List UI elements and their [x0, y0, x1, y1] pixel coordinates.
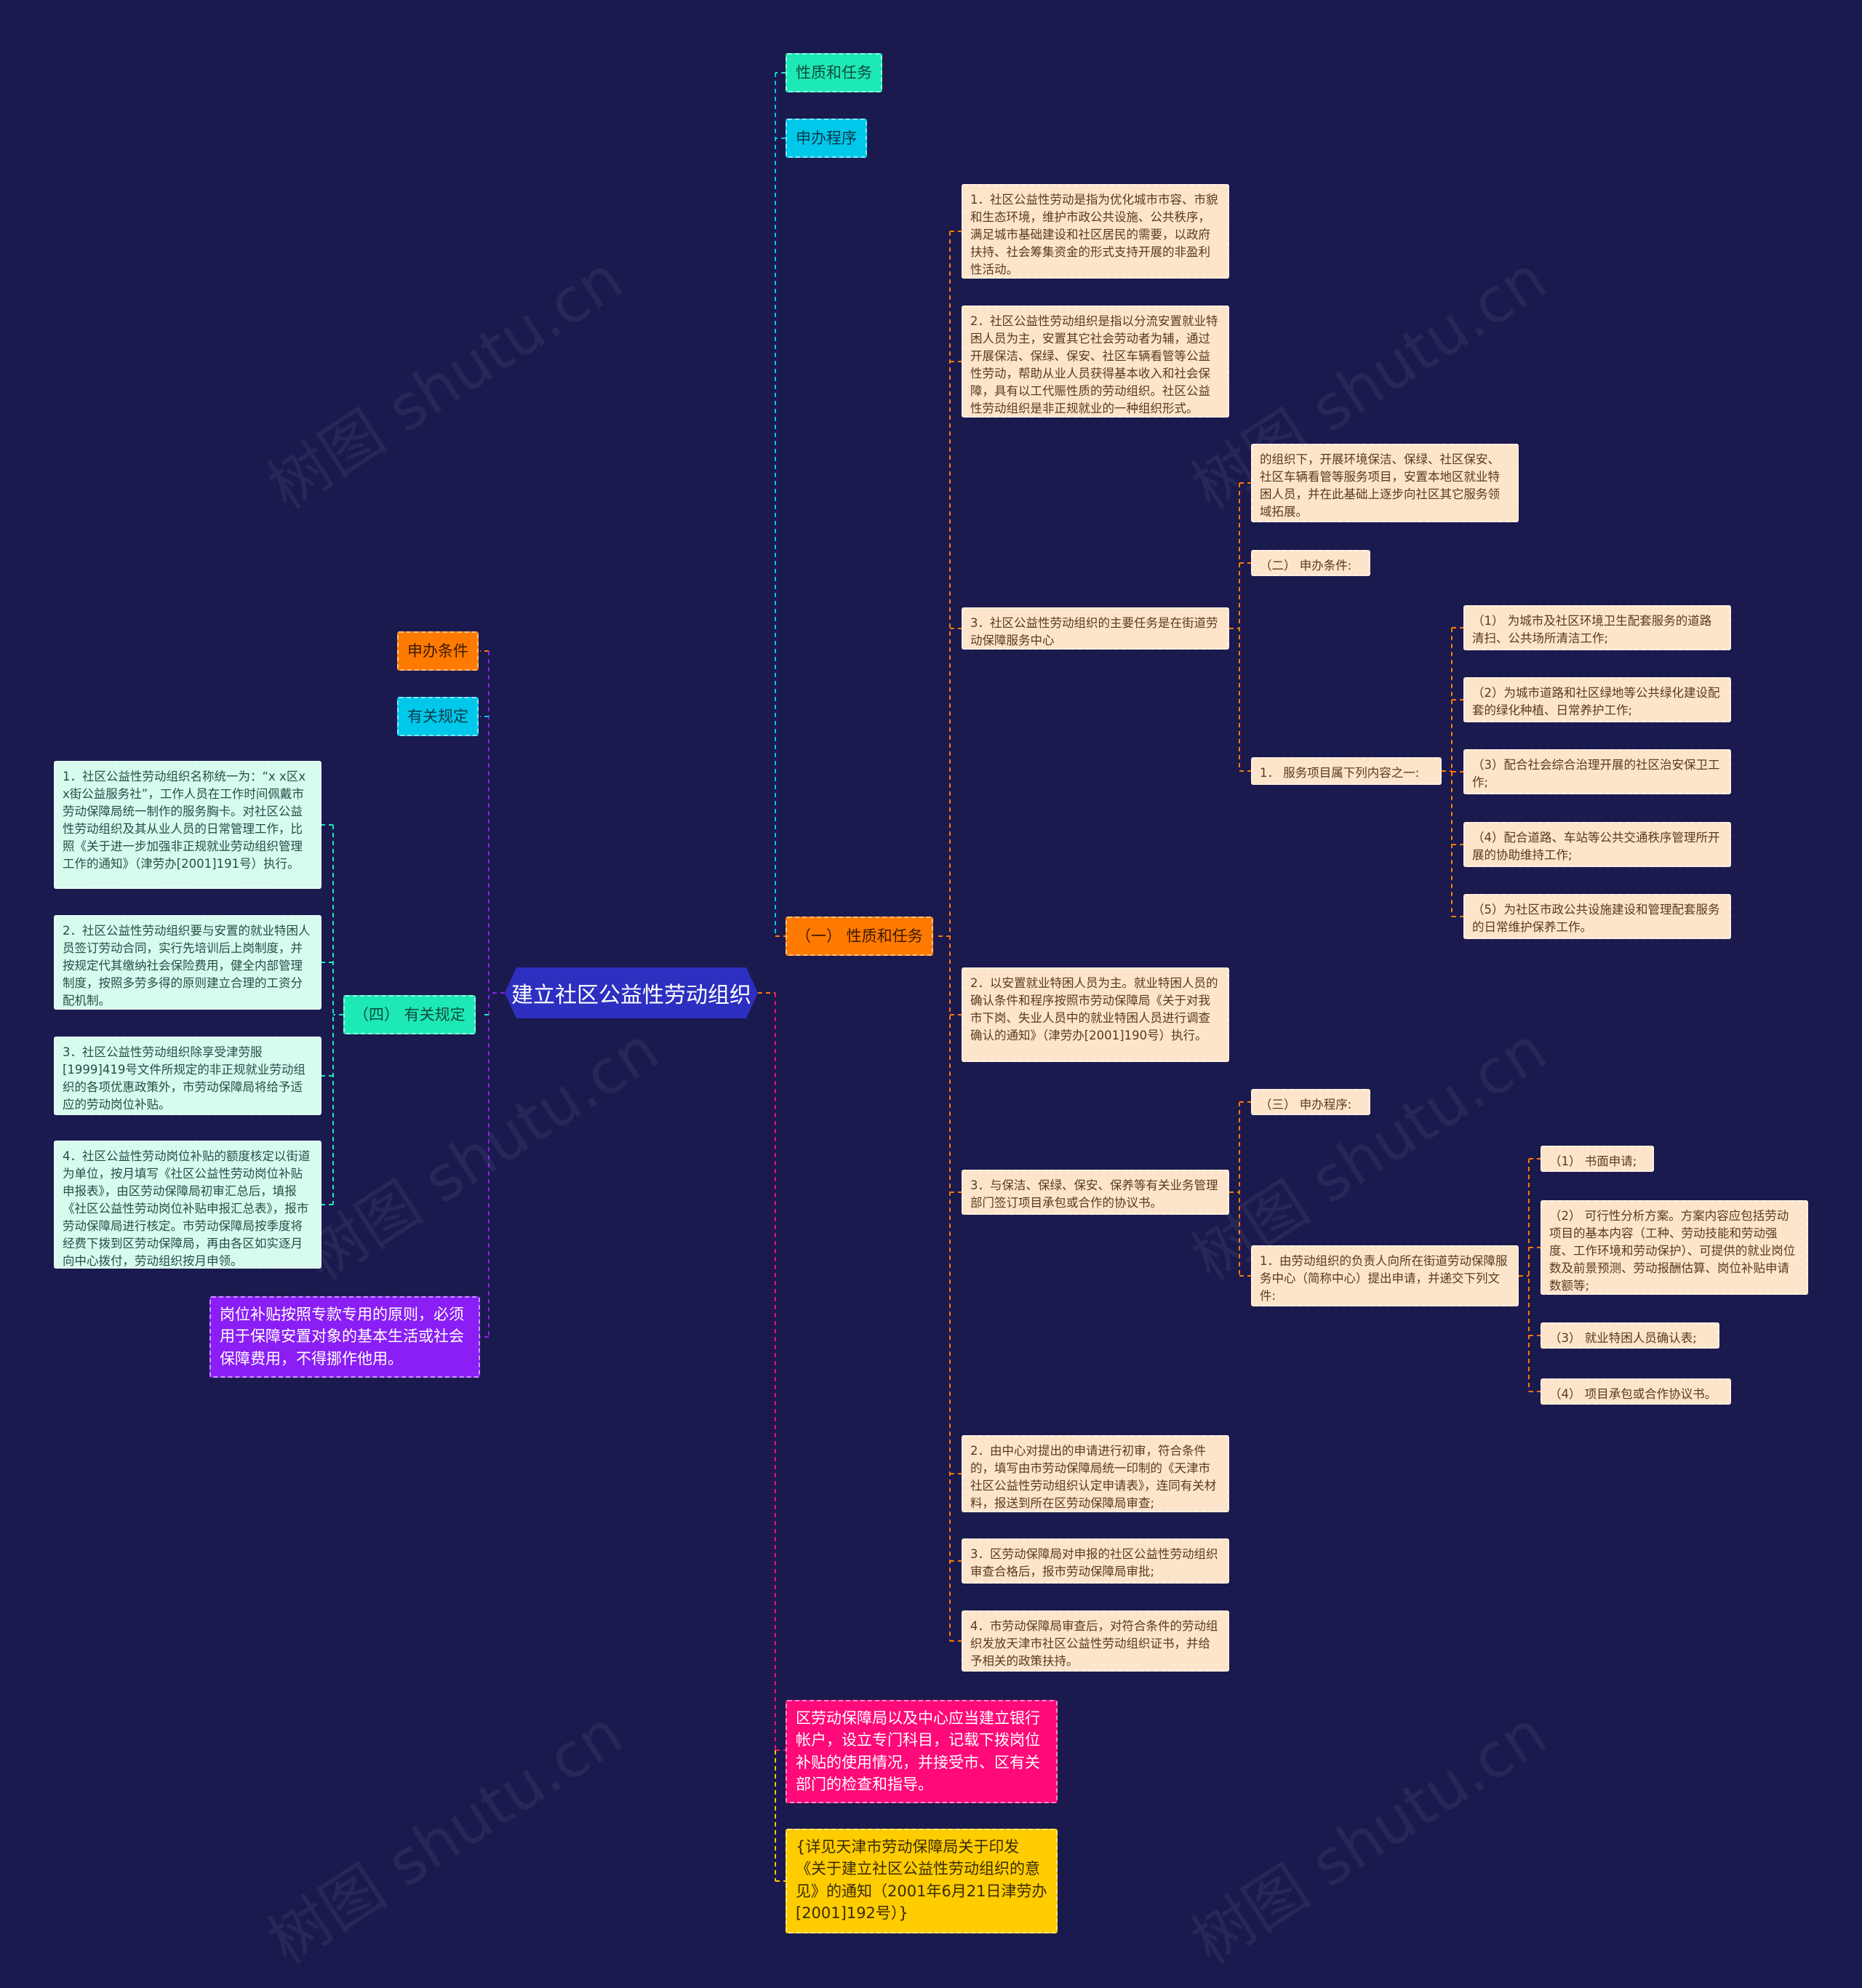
- node-rule-4[interactable]: 4．社区公益性劳动岗位补贴的额度核定以街道为单位，按月填写《社区公益性劳动岗位补…: [54, 1141, 321, 1269]
- node-service-3[interactable]: （3）配合社会综合治理开展的社区治安保卫工作;: [1463, 749, 1731, 794]
- node-cond-2[interactable]: 2．以安置就业特困人员为主。就业特困人员的确认条件和程序按照市劳动保障局《关于对…: [962, 967, 1229, 1062]
- node-proc-doc-4[interactable]: （4） 项目承包或合作协议书。: [1541, 1378, 1731, 1405]
- node-subsidy-note[interactable]: 岗位补贴按照专款专用的原则，必须用于保障安置对象的基本生活或社会保障费用，不得挪…: [209, 1296, 480, 1378]
- node-service-1[interactable]: （1） 为城市及社区环境卫生配套服务的道路清扫、公共场所清洁工作;: [1463, 605, 1731, 650]
- node-section-4[interactable]: （四） 有关规定: [343, 995, 476, 1034]
- node-proc-2[interactable]: 2．由中心对提出的申请进行初审，符合条件的，填写由市劳动保障局统一印制的《天津市…: [962, 1435, 1229, 1512]
- root-node[interactable]: 建立社区公益性劳动组织: [505, 967, 758, 1018]
- node-service-4[interactable]: （4）配合道路、车站等公共交通秩序管理所开展的协助维持工作;: [1463, 822, 1731, 867]
- node-proc-doc-3[interactable]: （3） 就业特困人员确认表;: [1541, 1322, 1719, 1349]
- node-bank-note[interactable]: 区劳动保障局以及中心应当建立银行帐户，设立专门科目，记载下拨岗位补贴的使用情况，…: [786, 1700, 1058, 1803]
- node-s1-item1[interactable]: 1．社区公益性劳动是指为优化城市市容、市貌和生态环境，维护市政公共设施、公共秩序…: [962, 184, 1229, 279]
- node-proc-doc-1[interactable]: （1） 书面申请;: [1541, 1146, 1654, 1172]
- node-service-5[interactable]: （5）为社区市政公共设施建设和管理配套服务的日常维护保养工作。: [1463, 894, 1731, 939]
- node-source-note[interactable]: {详见天津市劳动保障局关于印发《关于建立社区公益性劳动组织的意见》的通知（200…: [786, 1829, 1058, 1933]
- node-proc-3[interactable]: 3．区劳动保障局对申报的社区公益性劳动组织审查合格后，报市劳动保障局审批;: [962, 1538, 1229, 1584]
- node-proc-label[interactable]: （三） 申办程序:: [1251, 1089, 1370, 1115]
- node-section-1[interactable]: （一） 性质和任务: [786, 917, 933, 956]
- node-nature-task[interactable]: 性质和任务: [786, 53, 882, 92]
- node-rule-2[interactable]: 2．社区公益性劳动组织要与安置的就业特困人员签订劳动合同，实行先培训后上岗制度，…: [54, 915, 321, 1010]
- node-proc-4[interactable]: 4．市劳动保障局审查后，对符合条件的劳动组织发放天津市社区公益性劳动组织证书，并…: [962, 1610, 1229, 1672]
- node-left-rules[interactable]: 有关规定: [397, 697, 479, 736]
- node-rule-3[interactable]: 3．社区公益性劳动组织除享受津劳服[1999]419号文件所规定的非正规就业劳动…: [54, 1037, 321, 1115]
- node-cond-3[interactable]: 3．与保洁、保绿、保安、保养等有关业务管理部门签订项目承包或合作的协议书。: [962, 1170, 1229, 1215]
- node-cond-label[interactable]: （二） 申办条件:: [1251, 550, 1370, 576]
- node-apply-procedure[interactable]: 申办程序: [786, 119, 867, 158]
- node-s1-item3[interactable]: 3．社区公益性劳动组织的主要任务是在街道劳动保障服务中心: [962, 607, 1229, 650]
- node-s1-item2[interactable]: 2．社区公益性劳动组织是指以分流安置就业特困人员为主，安置其它社会劳动者为辅，通…: [962, 306, 1229, 418]
- node-proc-1[interactable]: 1．由劳动组织的负责人向所在街道劳动保障服务中心（简称中心）提出申请，并递交下列…: [1251, 1245, 1519, 1306]
- node-rule-1[interactable]: 1．社区公益性劳动组织名称统一为：“x x区x x街公益服务社”，工作人员在工作…: [54, 761, 321, 889]
- node-service-label[interactable]: 1． 服务项目属下列内容之一:: [1251, 757, 1442, 785]
- node-s1-item3-cont[interactable]: 的组织下，开展环境保洁、保绿、社区保安、社区车辆看管等服务项目，安置本地区就业特…: [1251, 444, 1519, 522]
- node-service-2[interactable]: （2）为城市道路和社区绿地等公共绿化建设配套的绿化种植、日常养护工作;: [1463, 677, 1731, 722]
- node-left-cond[interactable]: 申办条件: [397, 631, 479, 671]
- node-proc-doc-2[interactable]: （2） 可行性分析方案。方案内容应包括劳动项目的基本内容（工种、劳动技能和劳动强…: [1541, 1200, 1808, 1295]
